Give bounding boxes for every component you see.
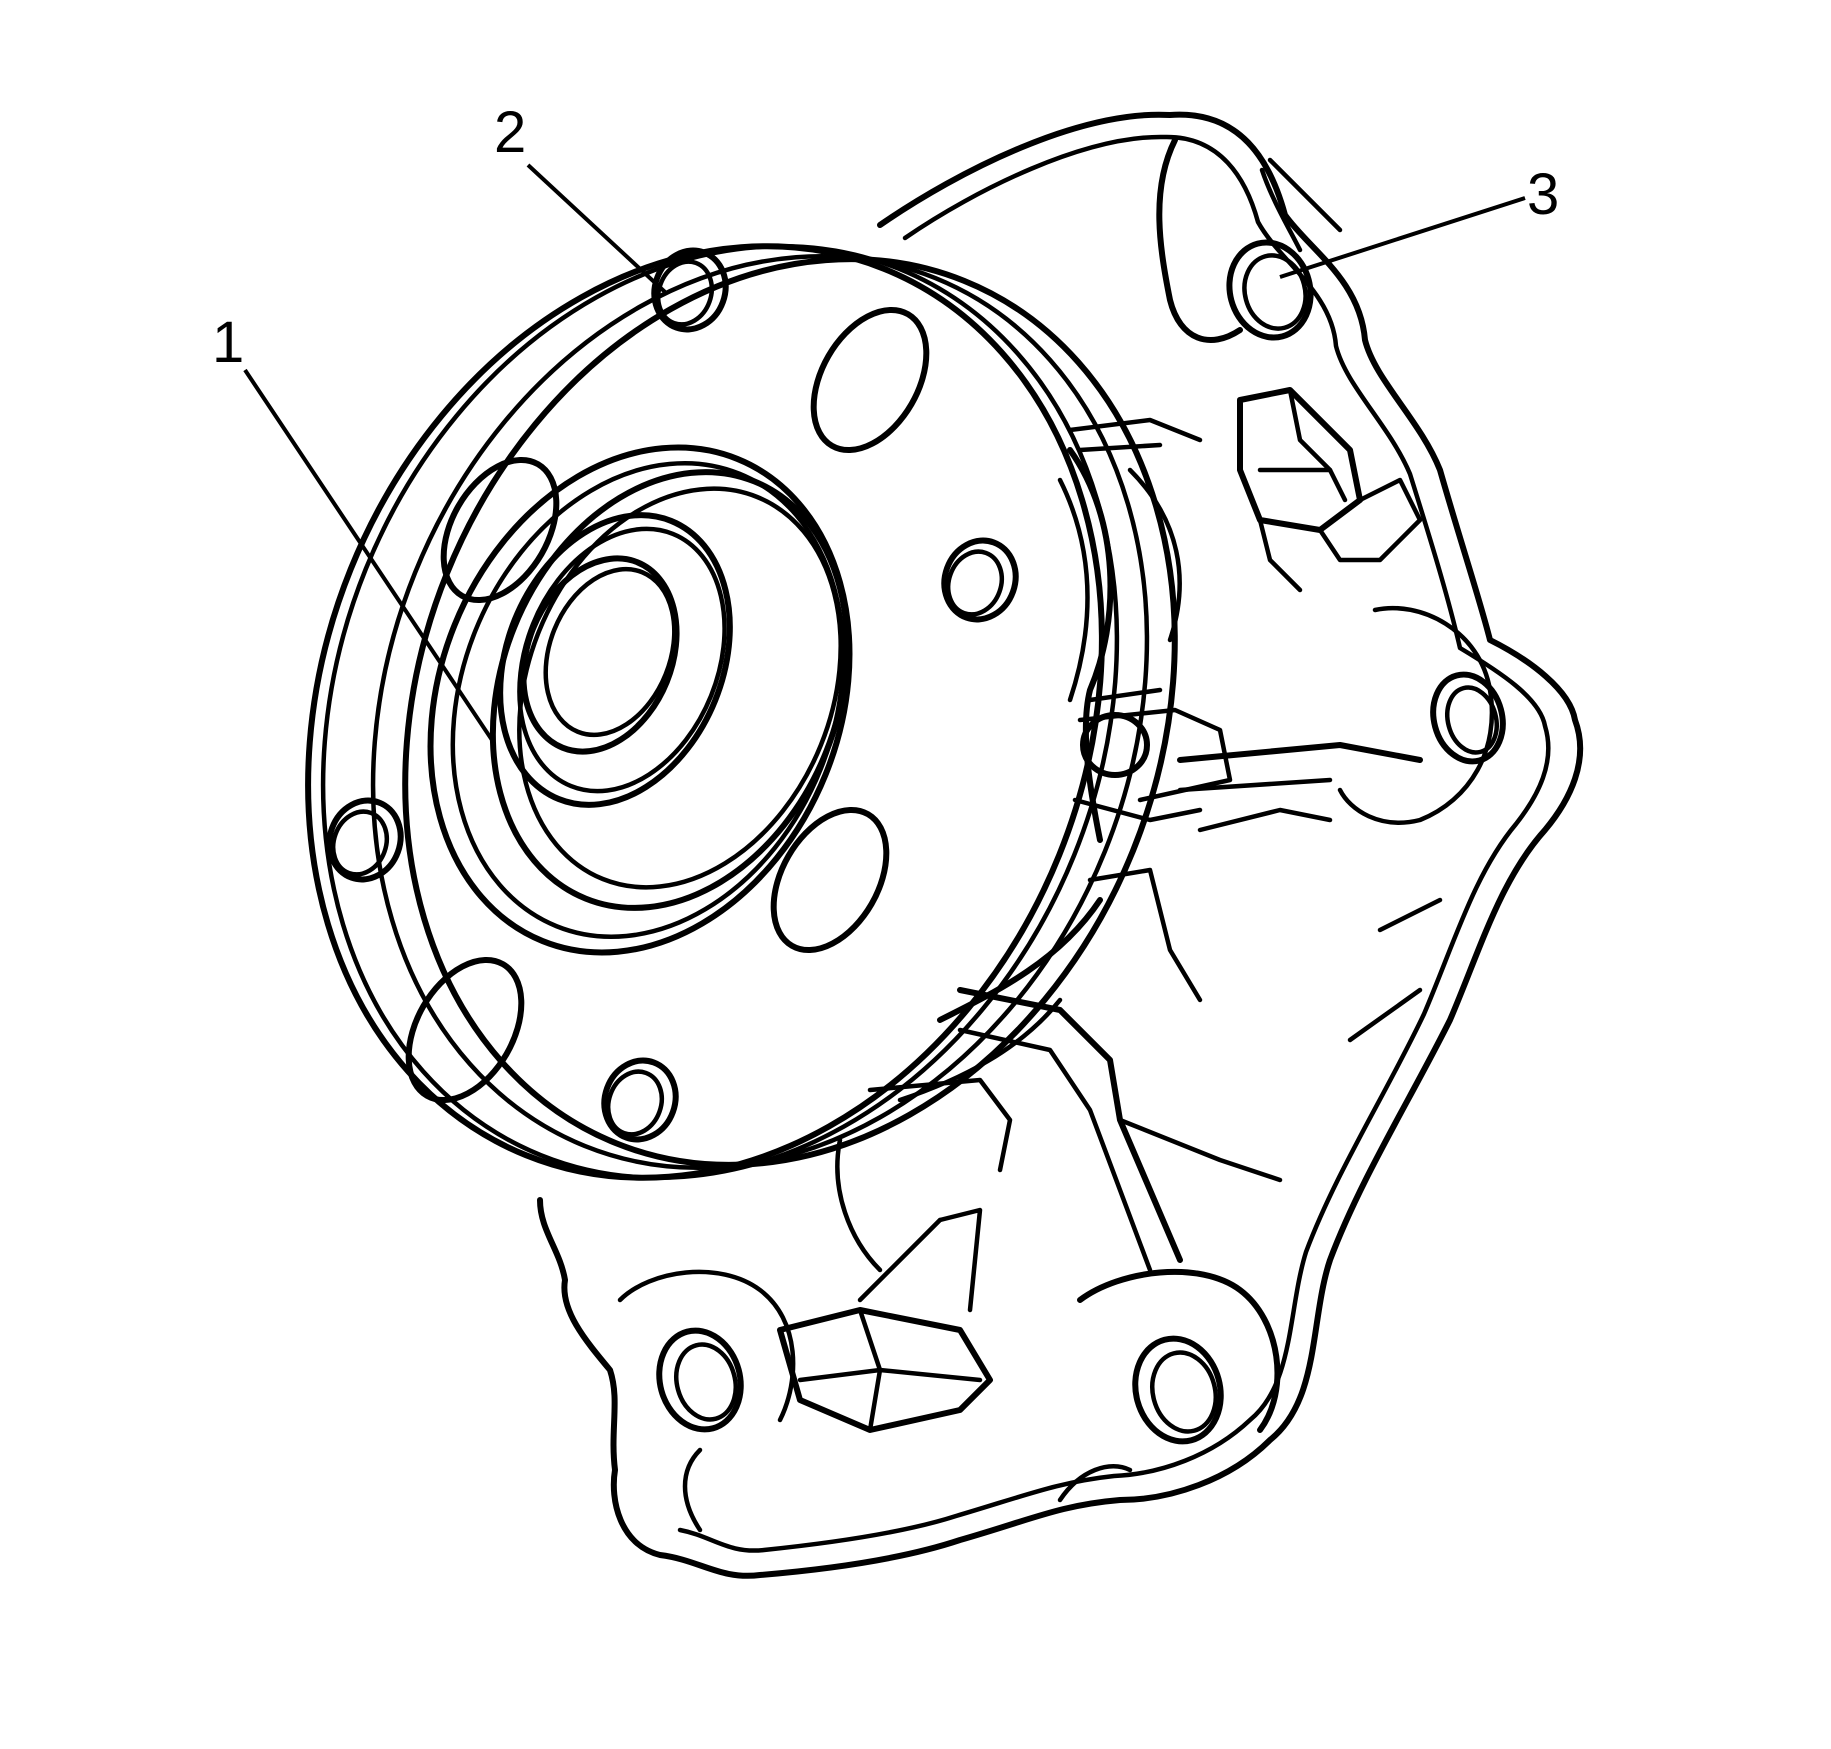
- callout-3-label: 3: [1527, 162, 1559, 227]
- right-bolt-hole: [1430, 671, 1506, 765]
- stud-hole: [440, 456, 560, 604]
- stud-hole: [326, 797, 404, 883]
- wheel-stud-holes: [326, 247, 1019, 1143]
- stud-hole: [941, 537, 1019, 623]
- callout-1-label: 1: [212, 310, 244, 375]
- stud-hole: [651, 247, 729, 333]
- stud-hole: [405, 956, 525, 1104]
- mounting-bolt-holes: [656, 239, 1506, 1445]
- callout-3-leader: [1279, 196, 1526, 279]
- callout-2-leader: [526, 163, 667, 294]
- lower-right-bolt-hole: [1132, 1335, 1224, 1445]
- stud-hole: [770, 806, 890, 954]
- callout-2-label: 2: [494, 100, 526, 165]
- center-bore: [520, 555, 680, 755]
- hub-pilot: [427, 444, 853, 956]
- upper-clip: [1237, 387, 1423, 593]
- upper-bolt-hole: [1226, 239, 1314, 341]
- stud-hole: [601, 1057, 679, 1143]
- stud-hole: [810, 306, 930, 454]
- lower-left-bolt-hole: [656, 1327, 744, 1433]
- bearing-housing: [897, 447, 1233, 1103]
- lower-clip: [777, 1207, 993, 1433]
- callout-1-leader: [243, 368, 494, 742]
- callout-2: 2: [494, 100, 667, 294]
- callout-1: 1: [212, 310, 494, 742]
- callout-3: 3: [1279, 162, 1559, 279]
